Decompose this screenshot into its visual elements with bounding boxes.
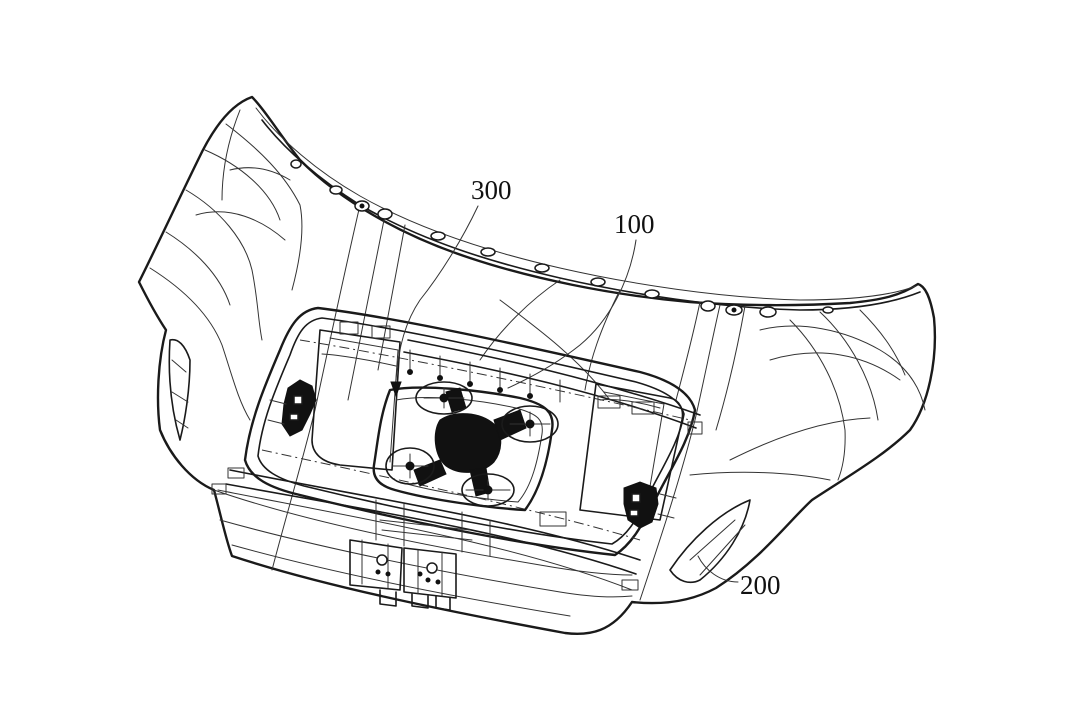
hood-left-cavity (168, 338, 191, 441)
rim-hole (822, 306, 834, 314)
rim-hole (290, 159, 302, 169)
right-compartment (579, 383, 684, 521)
rim-hole (590, 277, 606, 287)
rim-hole (700, 300, 716, 312)
rim-hole (534, 263, 550, 273)
hood-right-cavity (669, 499, 751, 584)
leader-300 (395, 205, 479, 381)
rim-hole (377, 208, 393, 220)
rotor-guard (385, 447, 435, 485)
drone-tray (372, 386, 554, 512)
rotor-guard (415, 381, 473, 415)
label-300: 300 (471, 175, 512, 205)
front-brackets (349, 499, 491, 611)
hood-panel (137, 95, 937, 636)
rotor-guard (461, 473, 515, 507)
storage-frame (211, 306, 703, 611)
drone (385, 381, 559, 507)
rim-hole (644, 289, 660, 299)
leader-100 (507, 239, 637, 389)
frame-inner (257, 317, 685, 545)
hood-outline (137, 95, 937, 636)
rim-hole (759, 306, 777, 318)
left-latch (267, 379, 317, 437)
drone-body (434, 413, 502, 473)
hood-rim-line (255, 107, 917, 301)
rim-hole (329, 185, 343, 195)
right-latch (623, 481, 677, 529)
label-200: 200 (740, 570, 781, 600)
leaders (390, 205, 739, 583)
label-100: 100 (614, 209, 655, 239)
rim-hole (430, 231, 446, 241)
hood-rim-holes (290, 159, 834, 318)
rotor-guard (501, 405, 559, 443)
leader-200 (697, 555, 739, 583)
arrow-300 (390, 381, 402, 398)
frame-outer (243, 306, 697, 557)
rim-hole (480, 247, 496, 257)
